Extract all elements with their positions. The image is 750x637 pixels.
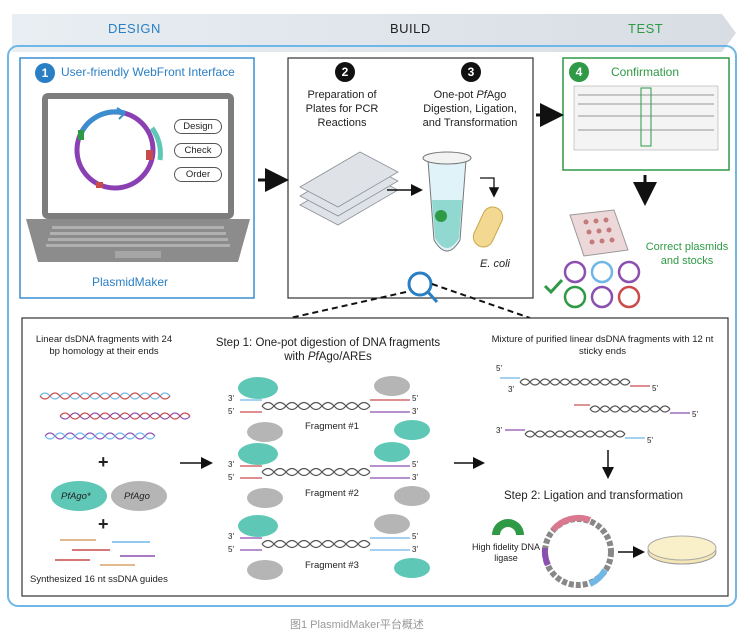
mixture-title: Mixture of purified linear dsDNA fragmen… [491,334,714,357]
phase-test: TEST [628,21,664,36]
end-label: 3' [412,407,418,416]
design-button[interactable]: Design [174,119,222,134]
fragment-2-label: Fragment #2 [305,488,359,499]
plasmidmaker-label: PlasmidMaker [92,275,169,289]
step1-title: Step 1: One-pot digestion of DNA fragmen… [215,337,441,363]
pfago-blob [111,481,167,511]
pcr-plates [299,151,399,226]
fragment-1-label: Fragment #1 [305,421,359,432]
end-label: 5' [228,473,234,482]
pfago-label: PfAgo [124,491,150,502]
end-label: 3' [412,473,418,482]
phase-banner [12,14,736,52]
end-label: 5' [412,532,418,541]
fragment-3-label: Fragment #3 [305,560,359,571]
ecoli-cell [472,206,504,248]
ssdna-guides [55,539,155,566]
end-label: 5' [412,460,418,469]
gel-image [573,85,719,151]
outer-frame [7,45,737,607]
step-badge-2: 2 [335,62,355,82]
step3-text: One-pot PfAgo Digestion, Ligation, and T… [422,89,518,129]
step1-fragments [240,399,410,551]
end-label: 5' [228,407,234,416]
end-label: 5' [228,545,234,554]
confirmation-title: Confirmation [611,65,680,79]
end-label: 3' [228,460,234,469]
step2-text: Preparation of Plates for PCR Reactions [305,89,379,129]
end-label: 5' [412,394,418,403]
figure-caption: 图1 PlasmidMaker平台概述 [290,619,424,631]
plus-sign-2: + [98,514,109,534]
check-icon [543,278,564,295]
plus-sign-1: + [98,452,109,472]
step-badge-3: 3 [461,62,481,82]
end-label: 5' [647,436,653,445]
linear-fragments [39,392,191,440]
end-label: 3' [496,426,502,435]
step1-enzymes [238,376,430,580]
well-plate [569,209,629,257]
end-label: 3' [228,532,234,541]
end-label: 3' [228,394,234,403]
ecoli-label: E. coli [480,258,510,270]
step-badge-1: 1 [35,63,55,83]
magnifier-icon [407,271,433,297]
check-button[interactable]: Check [174,143,222,158]
linear-fragments-title: Linear dsDNA fragments with 24 bp homolo… [35,334,173,357]
correct-plasmids [563,260,641,309]
end-label: 3' [412,545,418,554]
pfago-star-label: PfAgo* [61,491,91,502]
order-button[interactable]: Order [174,167,222,182]
step-badge-4: 4 [569,62,589,82]
end-label: 5' [692,410,698,419]
ligase-label: High fidelity DNA ligase [471,542,541,563]
phase-build: BUILD [390,21,431,36]
ssdna-guides-label: Synthesized 16 nt ssDNA guides [30,574,168,585]
end-label: 5' [496,364,502,373]
phase-design: DESIGN [108,21,161,36]
end-label: 5' [652,384,658,393]
correct-plasmids-label: Correct plasmids and stocks [645,241,729,267]
end-label: 3' [508,385,514,394]
design-title: User-friendly WebFront Interface [61,65,235,79]
mixture-fragments [500,377,690,439]
step2-title: Step 2: Ligation and transformation [504,490,684,502]
ligase-icon [492,519,524,535]
pfago-star-blob [51,481,107,511]
